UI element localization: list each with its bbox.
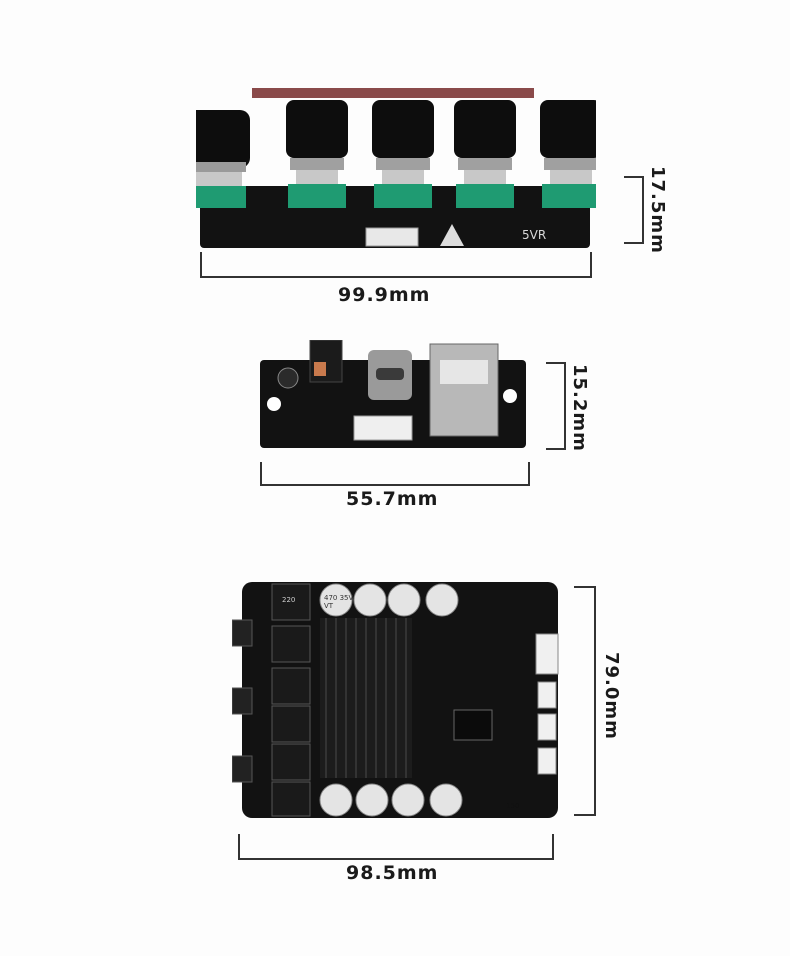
top-width-label: 99.9mm	[338, 284, 431, 306]
top-width-bracket	[200, 252, 592, 278]
bottom-width-label: 98.5mm	[346, 862, 439, 884]
small-inductor-label: 150	[506, 802, 520, 810]
middle-height-bracket	[546, 362, 566, 450]
bottom-width-bracket	[238, 834, 554, 860]
capacitor-label: 470 35V VT	[324, 594, 354, 610]
connectors-right	[535, 633, 559, 775]
knob-2	[286, 100, 348, 208]
inductor-value-label: 220	[282, 596, 296, 604]
bottom-height-bracket	[574, 586, 596, 816]
accent-bar	[252, 88, 534, 98]
knobs	[196, 100, 596, 247]
knob-4	[454, 100, 516, 208]
top-height-label: 17.5mm	[647, 166, 668, 254]
knob-1	[196, 110, 250, 208]
usb-board-components	[267, 340, 517, 441]
knob-5	[540, 100, 596, 208]
inductors	[271, 583, 311, 817]
top-board-label: 5VR	[522, 228, 547, 242]
amplifier-components	[232, 583, 559, 817]
capacitors-bottom	[319, 783, 463, 817]
bottom-height-label: 79.0mm	[601, 652, 622, 740]
connector-top	[365, 227, 419, 247]
middle-height-label: 15.2mm	[569, 364, 590, 452]
esd-symbol	[440, 224, 464, 246]
top-height-bracket	[624, 176, 644, 244]
knob-3	[372, 100, 434, 208]
amplifier-board: 220 470 35V VT 150	[232, 578, 562, 822]
terminals-left	[232, 619, 253, 783]
middle-width-label: 55.7mm	[346, 488, 439, 510]
usb-board	[260, 340, 530, 452]
capacitors-top	[319, 583, 459, 617]
main-chip	[453, 709, 493, 741]
potentiometer-board: 5VR	[196, 100, 596, 250]
middle-width-bracket	[260, 462, 530, 486]
